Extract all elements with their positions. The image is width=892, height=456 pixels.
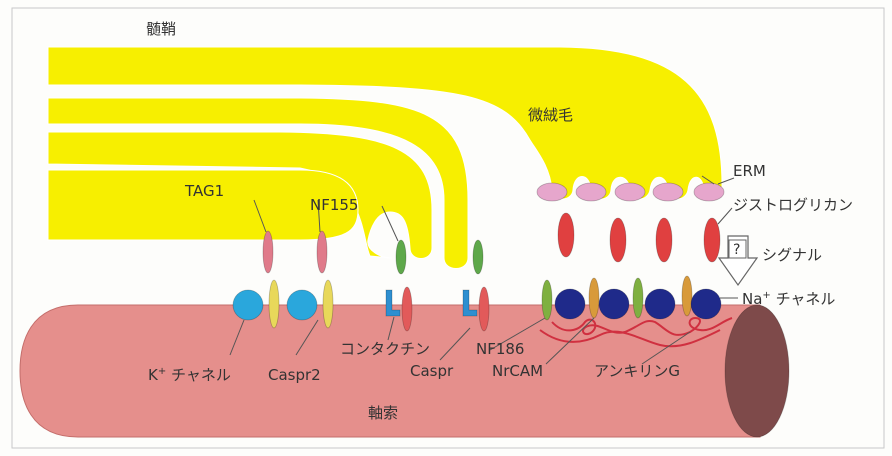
k-channel xyxy=(287,290,317,320)
na-channel xyxy=(599,289,629,319)
nf186-protein xyxy=(542,280,552,320)
erm-protein xyxy=(537,183,567,201)
nf155-protein xyxy=(396,240,406,274)
nrcam-protein xyxy=(589,278,599,318)
dystroglycan-protein xyxy=(558,213,574,257)
axon-end xyxy=(725,305,789,437)
erm-protein xyxy=(653,183,683,201)
caspr2-protein xyxy=(323,280,333,328)
tag1-protein xyxy=(317,231,327,273)
nf186-label: NF186 xyxy=(476,340,524,358)
microvilli-label: 微絨毛 xyxy=(528,106,573,124)
ankyrin-g-label: アンキリンG xyxy=(594,362,680,380)
nrcam-label: NrCAM xyxy=(492,362,543,380)
caspr-protein xyxy=(479,287,489,331)
na-channel xyxy=(691,289,721,319)
tag1-protein xyxy=(263,231,273,273)
nf155-label: NF155 xyxy=(310,196,358,214)
caspr-label: Caspr xyxy=(410,362,454,380)
dystroglycan-label: ジストログリカン xyxy=(733,196,853,214)
caspr2-label: Caspr2 xyxy=(268,366,321,384)
caspr2-protein xyxy=(269,280,279,328)
contactin-protein xyxy=(463,290,477,316)
na-channel-label: Na+ チャネル xyxy=(742,290,835,308)
dystroglycan-protein xyxy=(610,218,626,262)
erm-protein xyxy=(694,183,724,201)
erm-protein xyxy=(576,183,606,201)
contactin-label: コンタクチン xyxy=(340,340,430,358)
nf186-protein xyxy=(633,278,643,318)
tag1-label: TAG1 xyxy=(184,182,224,200)
question-label: ? xyxy=(733,242,740,258)
axon-label: 軸索 xyxy=(368,404,398,422)
caspr-protein xyxy=(402,287,412,331)
erm-protein xyxy=(615,183,645,201)
na-channel xyxy=(645,289,675,319)
contactin-protein xyxy=(386,290,400,316)
dystroglycan-protein xyxy=(656,218,672,262)
dystroglycan-protein xyxy=(704,218,720,262)
signal-arrow: ? xyxy=(719,236,757,285)
signal-label: シグナル xyxy=(762,246,822,264)
nf155-protein xyxy=(473,240,483,274)
na-channel xyxy=(555,289,585,319)
nrcam-protein xyxy=(682,276,692,316)
myelin-label: 髄鞘 xyxy=(146,20,176,38)
erm-label: ERM xyxy=(733,162,766,180)
k-channel xyxy=(233,290,263,320)
